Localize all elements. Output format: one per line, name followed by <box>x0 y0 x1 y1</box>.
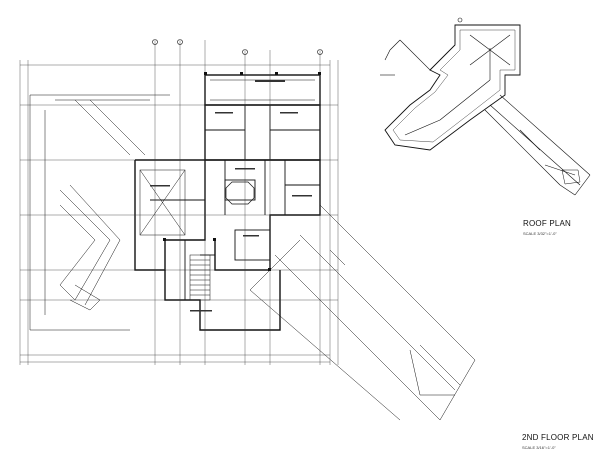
floor-plan-title: 2ND FLOOR PLAN <box>522 433 594 442</box>
second-floor-plan-drawing <box>19 39 476 421</box>
open-to-below-marker <box>139 169 186 236</box>
roof-plan-drawing <box>380 17 591 196</box>
floor-plan-scale: SCALE 3/16"=1'-0" <box>522 445 556 450</box>
roof-plan-scale: SCALE 3/32"=1'-0" <box>523 231 557 236</box>
left-roof-projection <box>29 94 170 331</box>
column-blocks <box>163 72 321 271</box>
room-label-glyphs <box>150 80 312 312</box>
roof-plan-title: ROOF PLAN <box>523 219 572 228</box>
octagon-feature <box>225 181 255 205</box>
grid-markers <box>152 39 323 55</box>
